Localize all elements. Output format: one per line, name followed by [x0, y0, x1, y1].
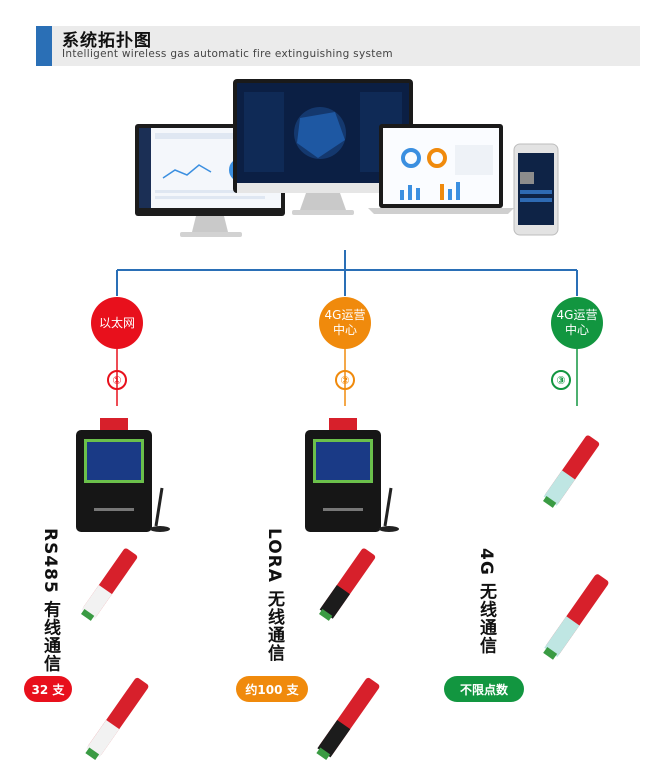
page-subtitle: Intelligent wireless gas automatic fire …: [62, 48, 393, 60]
extinguisher-icon: [543, 574, 609, 660]
branch-number-1: ①: [107, 370, 127, 390]
topology-lines: [116, 250, 578, 406]
hub-4g-center-2: 4G运营 中心: [551, 297, 603, 349]
extinguisher-icon: [542, 435, 600, 508]
hub-ethernet: 以太网: [91, 297, 143, 349]
control-panel-icon: [303, 416, 401, 534]
smartphone-icon: [513, 143, 559, 236]
page-title: 系统拓扑图: [62, 31, 152, 51]
extinguisher-icon: [79, 547, 139, 622]
desktop-monitor-icon: [233, 79, 413, 215]
branch-number-3: ③: [551, 370, 571, 390]
extinguisher-icon: [83, 676, 150, 762]
laptop-icon: [368, 124, 514, 214]
hub-4g-center-1: 4G运营 中心: [319, 297, 371, 349]
capacity-pill-rs485: 32 支: [24, 676, 72, 702]
channel-label-rs485: RS485 有线通信: [40, 528, 60, 673]
device-cluster: [135, 79, 559, 237]
control-panel-icon: [74, 416, 172, 534]
extinguisher-icon: [318, 548, 376, 621]
branch-number-2: ②: [335, 370, 355, 390]
capacity-pill-lora: 约100 支: [236, 676, 308, 702]
channel-label-lora: LORA 无线通信: [264, 528, 284, 662]
channel-label-4g: 4G 无线通信: [476, 548, 496, 655]
capacity-pill-4g: 不限点数: [444, 676, 524, 702]
header-accent-bar: [36, 26, 52, 66]
header-banner: [36, 26, 640, 66]
extinguisher-icon: [316, 677, 380, 761]
